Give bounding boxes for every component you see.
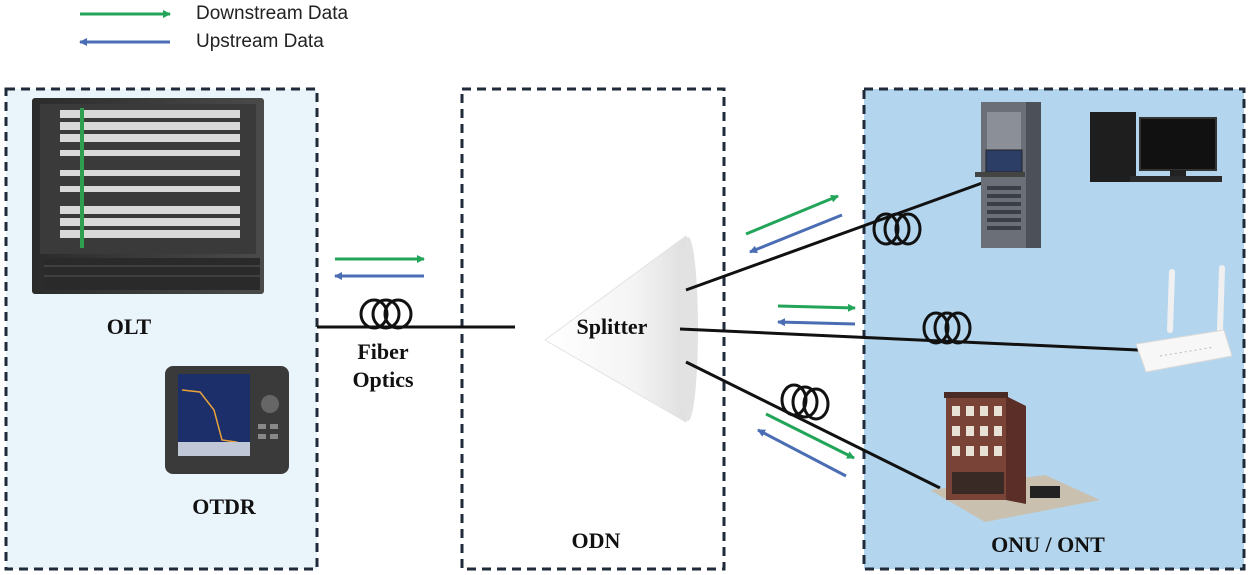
olt-label: OLT [106,314,152,339]
olt-rack-image [32,98,264,294]
upstream-arrow-server [749,213,843,254]
odn-label: ODN [571,528,621,553]
downstream-arrow-building [765,412,855,460]
upstream-arrow-building [757,428,847,478]
splitter-label: Splitter [576,314,648,339]
fiber-coil-server [872,212,922,246]
legend [79,10,171,46]
server-rack-image [975,102,1041,248]
fiber-label-line1: Fiber [357,339,409,364]
fiber-label-line2: Optics [352,367,414,392]
downstream-legend-label: Downstream Data [196,3,349,24]
fiber-coil-building [780,383,830,421]
upstream-legend-label: Upstream Data [196,31,324,52]
desktop-computer-image [1090,112,1222,182]
onu-ont-label: ONU / ONT [991,532,1105,557]
otdr-label: OTDR [192,494,256,519]
fiber-line-building [685,360,941,490]
fiber-line-server [685,180,986,292]
downstream-arrow-router [777,303,856,312]
wireless-router-image [1135,265,1233,373]
fiber-coil-router [922,311,972,345]
fiber-line-router [679,327,1139,352]
apartment-building-image [930,392,1100,522]
otdr-device-image [165,366,289,474]
fiber-label: Fiber Optics [330,338,436,394]
fiber-coil-main [359,298,413,330]
upstream-arrow-router [777,318,856,327]
downstream-arrow-server [745,194,839,236]
